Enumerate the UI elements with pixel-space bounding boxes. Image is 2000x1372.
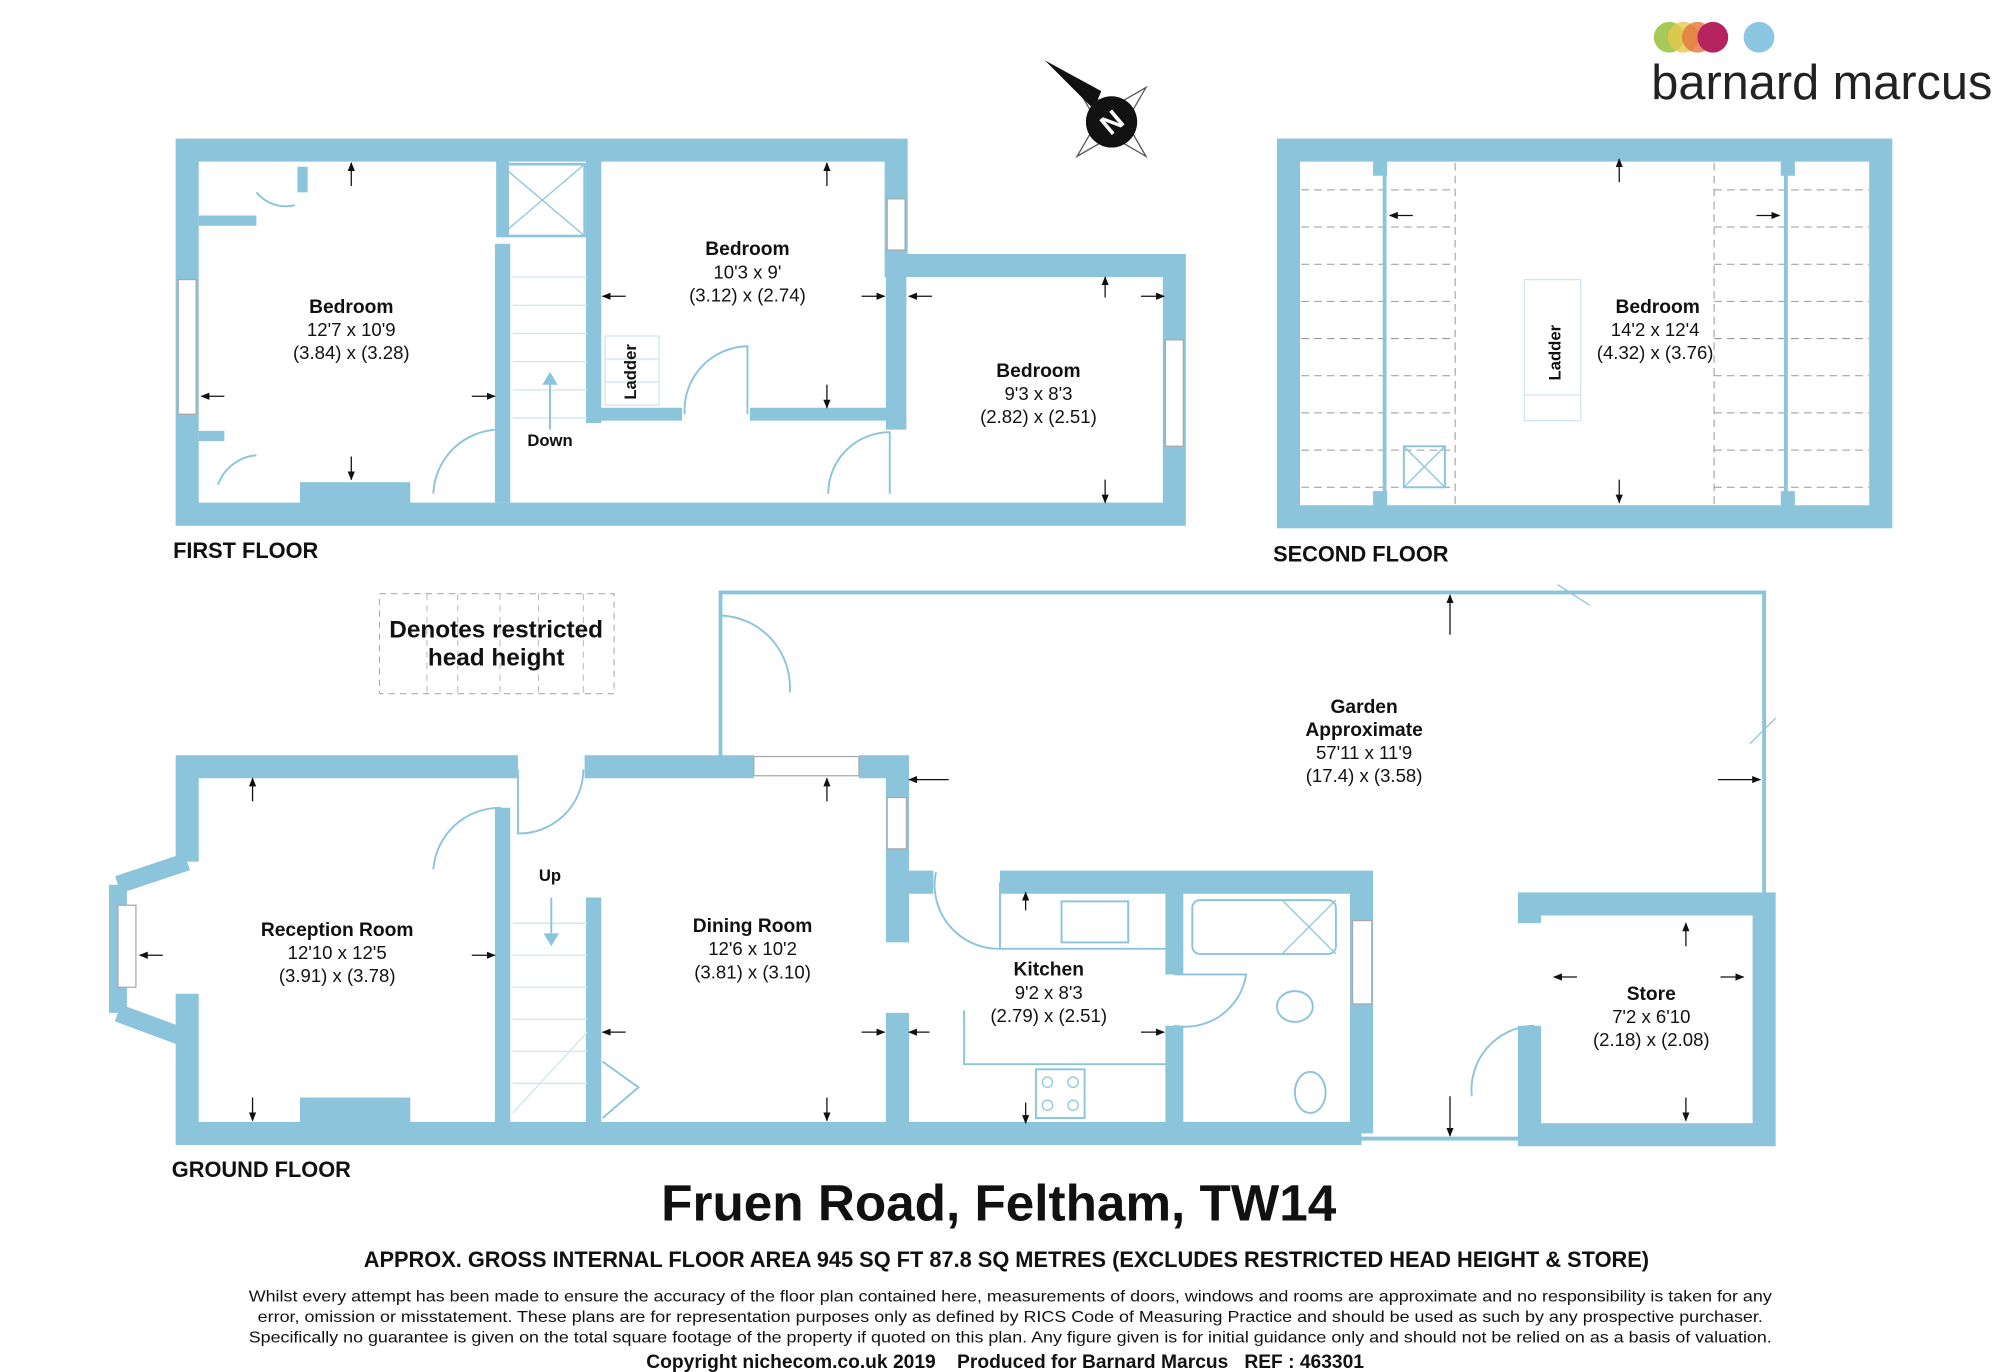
second-floor-arrows bbox=[1388, 158, 1781, 504]
first-floor-plan bbox=[175, 138, 1186, 526]
disclaimer-line-1: Whilst every attempt has been made to en… bbox=[249, 1287, 1772, 1305]
floor-label: FIRST FLOOR bbox=[173, 538, 318, 563]
room-dimensions-imperial: 12'7 x 10'9 bbox=[307, 319, 396, 340]
brand-logo: barnard marcus bbox=[1651, 21, 1992, 110]
floor-label: GROUND FLOOR bbox=[172, 1157, 351, 1182]
ground-floor-arrows bbox=[138, 594, 1762, 1137]
garden-dimensions-imperial: 57'11 x 11'9 bbox=[1316, 742, 1412, 763]
room-name: Bedroom bbox=[1616, 297, 1700, 318]
room-dimensions-imperial: 7'2 x 6'10 bbox=[1612, 1006, 1690, 1027]
ground-floor-plan bbox=[108, 584, 1777, 1147]
disclaimer-line-3: Specifically no guarantee is given on th… bbox=[249, 1328, 1772, 1346]
stairs-label: Up bbox=[539, 866, 561, 885]
legend-line-1: Denotes restricted bbox=[389, 616, 603, 643]
first-floor-arrows bbox=[200, 162, 1165, 504]
garden-note: Approximate bbox=[1305, 720, 1423, 741]
room-dimensions-imperial: 10'3 x 9' bbox=[713, 261, 781, 282]
floor-label: SECOND FLOOR bbox=[1273, 542, 1449, 567]
room-dimensions-imperial: 12'10 x 12'5 bbox=[288, 942, 387, 963]
room-dimensions-metric: (2.82) x (2.51) bbox=[980, 406, 1097, 427]
room-dimensions-imperial: 9'2 x 8'3 bbox=[1015, 982, 1083, 1003]
compass-icon: N bbox=[1044, 60, 1148, 159]
room-dimensions-imperial: 14'2 x 12'4 bbox=[1611, 319, 1700, 340]
room-dimensions-metric: (3.81) x (3.10) bbox=[694, 961, 811, 982]
room-name: Store bbox=[1627, 984, 1676, 1005]
stairs-label: Down bbox=[527, 431, 572, 450]
room-name: Bedroom bbox=[705, 239, 789, 260]
ladder-label: Ladder bbox=[1545, 324, 1564, 380]
room-dimensions-metric: (4.32) x (3.76) bbox=[1597, 342, 1714, 363]
brand-name: barnard marcus bbox=[1651, 56, 1992, 110]
room-name: Bedroom bbox=[996, 361, 1080, 382]
floor-area: APPROX. GROSS INTERNAL FLOOR AREA 945 SQ… bbox=[364, 1247, 1649, 1272]
second-floor-plan bbox=[1276, 138, 1893, 529]
room-name: Kitchen bbox=[1013, 960, 1083, 981]
room-dimensions-imperial: 9'3 x 8'3 bbox=[1004, 383, 1072, 404]
room-dimensions-metric: (3.12) x (2.74) bbox=[689, 284, 806, 305]
room-name: Bedroom bbox=[309, 297, 393, 318]
room-name: Dining Room bbox=[693, 916, 813, 937]
copyright: Copyright nichecom.co.uk 2019 Produced f… bbox=[646, 1352, 1364, 1372]
garden-dimensions-metric: (17.4) x (3.58) bbox=[1306, 765, 1423, 786]
disclaimer-line-2: error, omission or misstatement. These p… bbox=[258, 1308, 1763, 1326]
property-address: Fruen Road, Feltham, TW14 bbox=[661, 1175, 1337, 1232]
garden-name: Garden bbox=[1330, 697, 1397, 718]
legend-line-2: head height bbox=[428, 644, 565, 671]
restricted-height-legend: Denotes restricted head height bbox=[378, 593, 615, 695]
room-dimensions-metric: (3.91) x (3.78) bbox=[279, 965, 396, 986]
room-name: Reception Room bbox=[261, 920, 414, 941]
room-dimensions-metric: (2.79) x (2.51) bbox=[990, 1005, 1107, 1026]
ladder-label: Ladder bbox=[621, 344, 640, 400]
room-dimensions-metric: (3.84) x (3.28) bbox=[293, 342, 410, 363]
room-dimensions-imperial: 12'6 x 10'2 bbox=[708, 938, 797, 959]
room-dimensions-metric: (2.18) x (2.08) bbox=[1593, 1029, 1710, 1050]
